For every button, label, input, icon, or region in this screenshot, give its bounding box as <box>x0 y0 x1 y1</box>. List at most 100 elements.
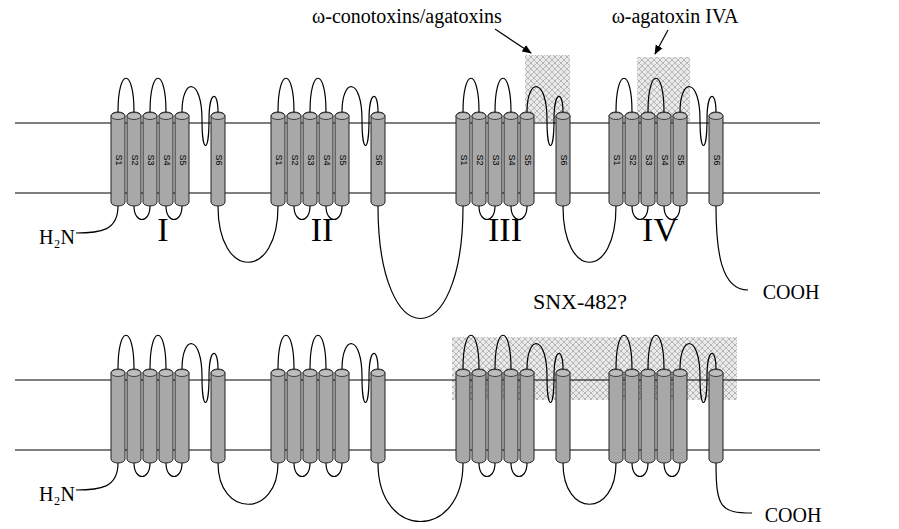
segment-body <box>504 369 518 463</box>
segment-cap <box>143 113 157 120</box>
peptide-loop <box>134 206 150 220</box>
transmembrane-segment <box>319 369 333 463</box>
transmembrane-segment <box>641 112 655 206</box>
peptide-loop <box>150 78 166 112</box>
segment-label: S2 <box>130 154 139 165</box>
segment-body <box>175 112 189 206</box>
segment-cap <box>456 370 470 377</box>
segment-body <box>371 369 385 463</box>
segment-body <box>127 112 141 206</box>
segment-cap <box>504 113 518 120</box>
segment-cap <box>673 370 687 377</box>
segment-body <box>657 112 671 206</box>
segment-cap <box>143 370 157 377</box>
segment-cap <box>625 370 639 377</box>
peptide-loop <box>76 463 118 490</box>
segment-cap <box>609 370 623 377</box>
transmembrane-segment <box>709 112 723 206</box>
peptide-loop <box>278 78 294 112</box>
segment-cap <box>211 113 225 120</box>
segment-label: S5 <box>338 154 347 165</box>
segment-label: S2 <box>290 154 299 165</box>
segment-label: S2 <box>628 154 637 165</box>
segment-body <box>303 112 317 206</box>
transmembrane-segment <box>303 369 317 463</box>
transmembrane-segment <box>335 112 349 206</box>
segment-cap <box>127 370 141 377</box>
segment-body <box>472 112 486 206</box>
segment-cap <box>472 370 486 377</box>
segment-label: S4 <box>660 154 669 165</box>
peptide-loop <box>150 335 166 369</box>
peptide-loop <box>495 335 511 369</box>
peptide-loop <box>218 206 278 262</box>
segment-label: S1 <box>459 154 468 165</box>
segment-body <box>111 112 125 206</box>
segment-cap <box>271 113 285 120</box>
peptide-loop <box>278 335 294 369</box>
peptide-loop <box>294 463 310 477</box>
segment-label: S6 <box>374 154 383 165</box>
segment-body <box>488 112 502 206</box>
segment-label: S3 <box>306 154 315 165</box>
segment-body <box>211 112 225 206</box>
segment-cap <box>319 113 333 120</box>
transmembrane-segment <box>657 112 671 206</box>
segment-label: S6 <box>712 154 721 165</box>
transmembrane-segment <box>287 369 301 463</box>
transmembrane-segment <box>159 112 173 206</box>
segment-body <box>143 369 157 463</box>
segment-cap <box>657 370 671 377</box>
peptide-loop <box>463 78 479 112</box>
segment-cap <box>673 113 687 120</box>
peptide-loop <box>463 335 479 369</box>
segment-cap <box>520 113 534 120</box>
segment-label: S6 <box>559 154 568 165</box>
transmembrane-segment <box>303 112 317 206</box>
segment-body <box>673 112 687 206</box>
terminus-label: H₂N <box>39 227 75 247</box>
leader-arrow <box>655 30 668 54</box>
segment-cap <box>472 113 486 120</box>
segment-body <box>625 112 639 206</box>
segment-body <box>371 112 385 206</box>
peptide-loop <box>378 206 463 319</box>
leader-arrow <box>495 29 531 53</box>
transmembrane-segment <box>472 112 486 206</box>
segment-cap <box>641 370 655 377</box>
transmembrane-segment <box>211 369 225 463</box>
peptide-loop <box>563 463 616 504</box>
segment-label: S1 <box>274 154 283 165</box>
peptide-loop <box>326 463 342 477</box>
segment-cap <box>111 370 125 377</box>
domain-numeral: I <box>157 213 168 247</box>
segment-label: S3 <box>644 154 653 165</box>
peptide-loop <box>378 463 463 522</box>
segment-label: S3 <box>491 154 500 165</box>
transmembrane-segment <box>609 369 623 463</box>
transmembrane-segment <box>504 369 518 463</box>
segment-cap <box>641 113 655 120</box>
peptide-loop <box>648 78 664 112</box>
toxin-label: ω-agatoxin IVA <box>612 6 739 26</box>
peptide-loop <box>310 335 326 369</box>
segment-body <box>504 112 518 206</box>
segment-cap <box>287 370 301 377</box>
peptide-loop <box>118 335 134 369</box>
peptide-loop <box>310 78 326 112</box>
segment-label: S5 <box>676 154 685 165</box>
transmembrane-segment <box>625 369 639 463</box>
segment-body <box>520 369 534 463</box>
segment-label: S3 <box>146 154 155 165</box>
segment-label: S2 <box>475 154 484 165</box>
segment-label: S4 <box>322 154 331 165</box>
segment-cap <box>335 370 349 377</box>
segment-cap <box>211 370 225 377</box>
segment-body <box>271 369 285 463</box>
segment-cap <box>287 113 301 120</box>
domain-numeral: II <box>311 213 334 247</box>
transmembrane-segment <box>504 112 518 206</box>
segment-cap <box>504 370 518 377</box>
segment-label: S4 <box>507 154 516 165</box>
